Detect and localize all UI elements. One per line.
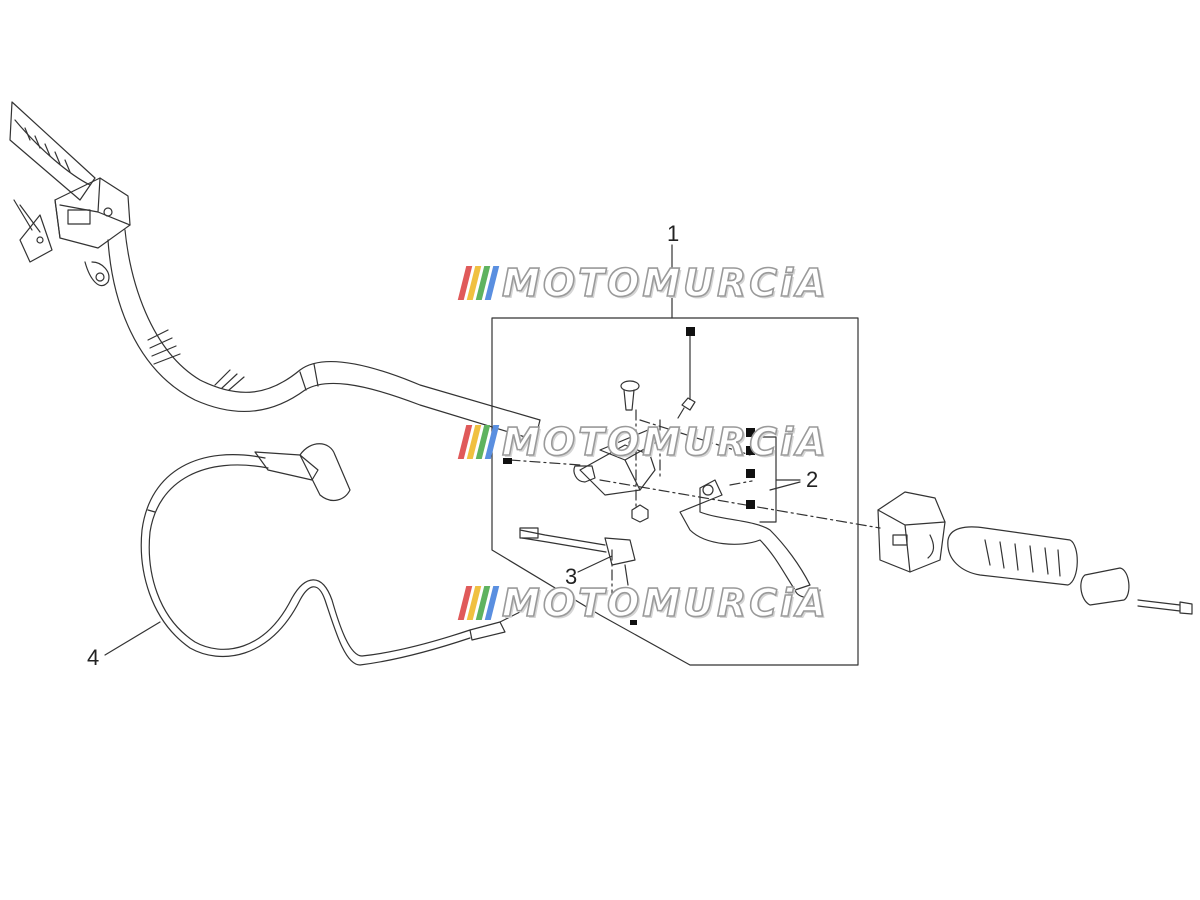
callout-1: 1 (667, 221, 680, 246)
assembly-outline-box (491, 317, 859, 666)
watermark-stripes (457, 425, 502, 459)
clutch-switch (519, 527, 636, 586)
kit-marker (746, 500, 755, 509)
watermark-text: MOTOMURCiA (501, 260, 829, 306)
clutch-lever-holder (573, 429, 661, 496)
kit-marker (746, 446, 755, 455)
handlebar (107, 229, 541, 441)
bracket-2 (759, 436, 801, 523)
watermark-logo: MOTOMURCiA (457, 580, 829, 626)
left-grip (9, 101, 96, 201)
callout-4: 4 (87, 645, 100, 670)
bar-end-weight (1080, 567, 1130, 606)
watermark-text: MOTOMURCiA (501, 580, 829, 626)
callout-3: 3 (565, 564, 578, 589)
clutch-cable (140, 443, 521, 666)
kit-marker (503, 458, 512, 464)
watermark-stripes (457, 266, 502, 300)
leader-line-2b (769, 481, 801, 491)
bar-end-bolt (1137, 599, 1193, 615)
kit-markers (503, 327, 755, 625)
small-bolt (677, 397, 696, 419)
kit-marker (746, 469, 755, 478)
watermark-logo: MOTOMURCiA (457, 260, 829, 306)
assembly-axis-lines (509, 409, 881, 613)
nut (631, 504, 649, 523)
kit-marker (746, 428, 755, 437)
pivot-bolt (620, 380, 640, 411)
callout-2: 2 (806, 467, 819, 492)
leader-line-3 (577, 555, 613, 573)
right-grip (947, 526, 1078, 586)
watermark-text: MOTOMURCiA (501, 419, 829, 465)
clutch-lever (679, 479, 821, 599)
watermark-stripes (457, 586, 502, 620)
kit-marker (630, 620, 637, 625)
right-switch-housing (877, 491, 946, 573)
kit-marker (686, 327, 695, 336)
left-master-cylinder (13, 177, 131, 287)
leader-line-4 (104, 621, 161, 656)
watermark-logo: MOTOMURCiA (457, 419, 829, 465)
